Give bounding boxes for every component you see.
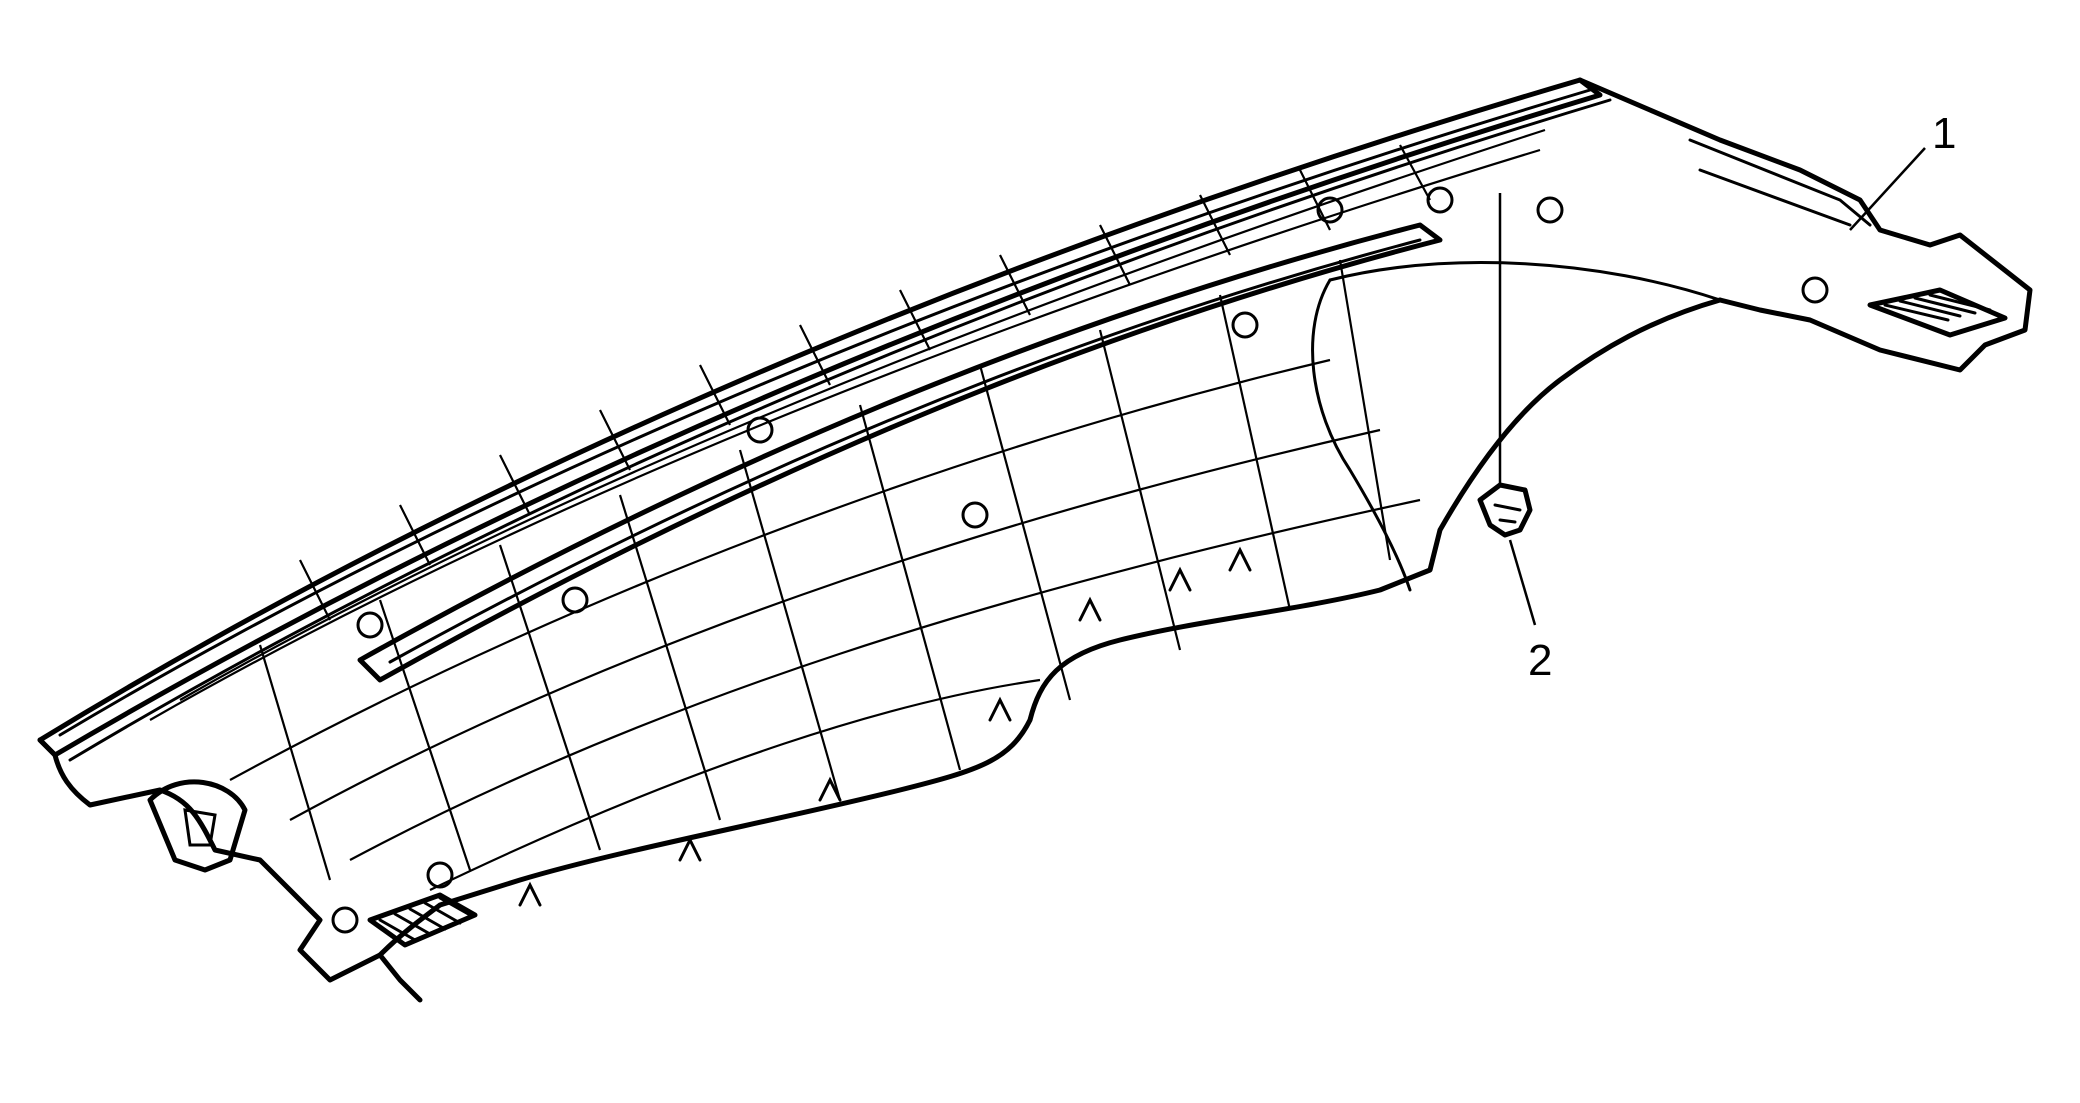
package-shelf-panel bbox=[37, 77, 2033, 1003]
rib-grid bbox=[149, 128, 1546, 891]
callout-2-label: 2 bbox=[1528, 636, 1552, 685]
leader-line-2-lower bbox=[1508, 539, 1537, 626]
callout-1-label: 1 bbox=[1932, 109, 1956, 158]
leader-line-1 bbox=[1849, 147, 1926, 231]
push-in-retainer-clip bbox=[1477, 482, 1533, 538]
retainer-clips bbox=[331, 186, 1829, 934]
